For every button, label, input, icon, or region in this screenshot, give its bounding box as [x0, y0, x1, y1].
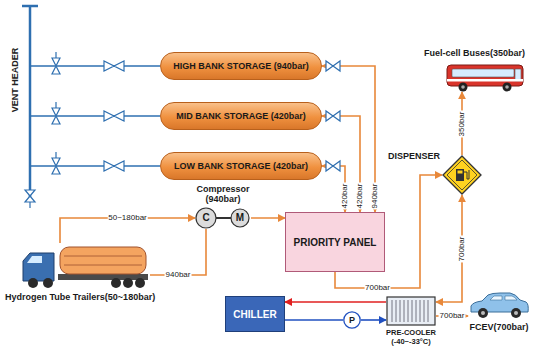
vent-branch-lines	[30, 66, 160, 166]
free-label: VENT HEADER	[10, 47, 20, 114]
chiller-box: CHILLER	[225, 296, 285, 332]
pump-letter: P	[343, 314, 361, 326]
car-icon: FCEV(700bar)	[468, 290, 530, 320]
pc-drawing	[386, 296, 436, 326]
box-label: CHILLER	[233, 309, 276, 320]
bank-outlet-valves	[326, 61, 340, 171]
pressure-label: 700bar	[364, 283, 391, 293]
pre-cooler-symbol: PRE-COOLER(-40~-33°C)	[386, 296, 436, 326]
box-label: HIGH BANK STORAGE (940bar)	[173, 61, 308, 71]
pipe-connector	[285, 301, 386, 303]
dispenser-sign	[442, 155, 482, 195]
storage-tank: MID BANK STORAGE (420bar)	[160, 102, 322, 130]
pressure-label: 420bar	[355, 183, 365, 210]
box-label: LOW BANK STORAGE (420bar)	[174, 161, 308, 171]
pump-symbol: P	[343, 311, 361, 329]
box-label: PRIORITY PANEL	[294, 237, 377, 248]
caption-group: FCEV(700bar)	[469, 322, 528, 332]
isolation-valves	[25, 61, 124, 208]
caption-group: Hydrogen Tube Trailers(50~180bar)	[5, 292, 155, 302]
storage-tank: HIGH BANK STORAGE (940bar)	[160, 52, 322, 80]
pressure-label: 50~180bar	[107, 213, 147, 223]
box-label: MID BANK STORAGE (420bar)	[176, 111, 305, 121]
pipe-connector	[285, 319, 343, 321]
pipe-connector	[251, 217, 285, 219]
pressure-label: 940bar	[370, 183, 380, 210]
caption-text: Hydrogen Tube Trailers(50~180bar)	[5, 292, 155, 302]
pipe-connector	[361, 319, 386, 321]
compressor-heading: Compressor (940bar)	[192, 184, 254, 204]
motor-letter: M	[231, 212, 249, 224]
caption-group: PRE-COOLER(-40~-33°C)	[386, 328, 436, 346]
caption-group: Fuel-cell Buses(350bar)	[424, 48, 525, 58]
dispenser-label: DISPENSER	[388, 151, 440, 161]
tube-trailer-icon: Hydrogen Tube Trailers(50~180bar)	[20, 243, 150, 289]
dispenser-diamond: DISPENSER	[442, 155, 482, 195]
bus-drawing	[445, 62, 525, 92]
vent-header	[22, 6, 38, 200]
priority-panel: PRIORITY PANEL	[285, 212, 385, 272]
caption-text: PRE-COOLER	[386, 328, 436, 337]
relief-valves	[52, 52, 60, 174]
caption-text: FCEV(700bar)	[469, 322, 528, 332]
caption-text: (-40~-33°C)	[386, 337, 436, 346]
pipe-connector	[150, 229, 206, 275]
truck-drawing	[20, 243, 150, 289]
compressor-letter: C	[196, 212, 216, 224]
car-drawing	[468, 290, 530, 320]
compressor-symbol: Compressor (940bar)CM	[195, 207, 251, 229]
pressure-label: 420bar	[340, 183, 350, 210]
storage-tank: LOW BANK STORAGE (420bar)	[160, 152, 322, 180]
pressure-label: 700bar	[457, 235, 467, 262]
pressure-label: 700bar	[439, 311, 466, 321]
pipe-connector	[322, 66, 375, 212]
bus-icon: Fuel-cell Buses(350bar)	[445, 62, 525, 92]
caption-text: Fuel-cell Buses(350bar)	[424, 48, 525, 58]
pressure-label: 940bar	[165, 270, 192, 280]
pressure-label: 350bar	[457, 110, 467, 137]
